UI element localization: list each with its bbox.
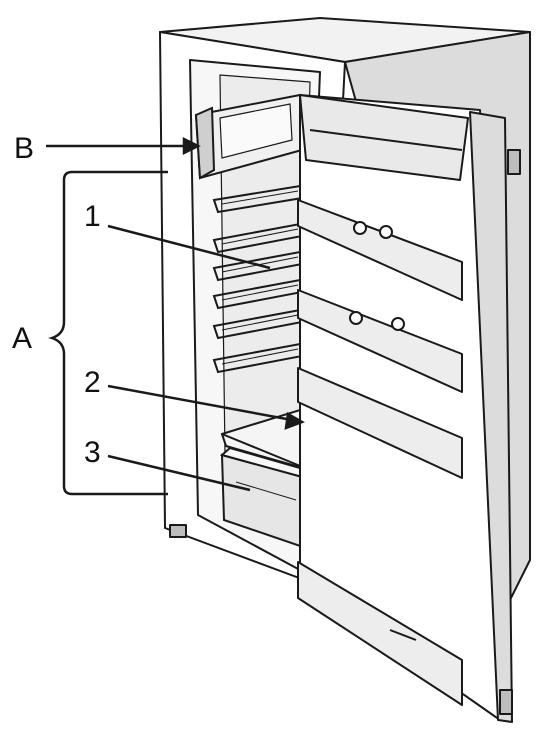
door-top-compartment <box>299 94 469 181</box>
bracket-a <box>48 170 168 496</box>
door-bin-3 <box>297 367 463 479</box>
leader-line-2 <box>107 384 305 430</box>
leader-line-3 <box>107 454 251 492</box>
door-edge <box>469 111 513 723</box>
door-hinge-bottom <box>499 689 513 715</box>
callout-2-label: 2 <box>84 366 101 399</box>
cabinet-foot <box>169 524 187 538</box>
door-hinge-top <box>507 149 521 175</box>
callout-1-label: 1 <box>84 200 101 233</box>
door-bin-2 <box>297 289 463 393</box>
callout-a-label: A <box>12 322 32 355</box>
door-bin-bottom <box>297 561 463 706</box>
refrigerator-door <box>297 94 521 723</box>
door-bin-1 <box>297 199 463 301</box>
leader-line-1 <box>107 224 271 270</box>
callout-3-label: 3 <box>84 436 101 469</box>
callout-b-label: B <box>14 132 34 165</box>
leader-lines <box>46 136 305 492</box>
leader-line-b <box>46 136 201 156</box>
crisper-drawer <box>219 446 309 550</box>
